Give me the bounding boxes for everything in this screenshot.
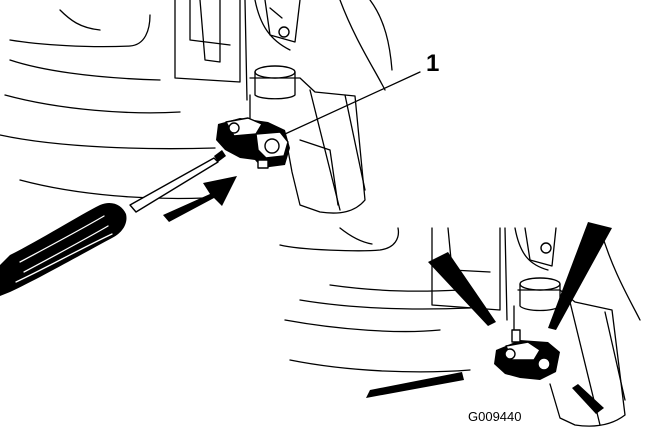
pointer-arrow-icon <box>428 252 496 326</box>
lower-assembly-view <box>280 222 640 426</box>
deck-outline-lower <box>280 228 398 251</box>
pointer-arrow-icon <box>572 384 604 414</box>
callout-number: 1 <box>426 50 439 78</box>
callout-leader-line <box>285 72 420 134</box>
latch-assembly <box>216 118 290 168</box>
deck-outline <box>10 15 150 47</box>
pointer-arrow-icon <box>548 222 612 330</box>
figure-code: G009440 <box>468 409 522 424</box>
pointer-arrow-icon <box>366 372 464 398</box>
bolt-head-lower <box>541 243 551 253</box>
latch-assembly-lower <box>494 330 560 380</box>
spindle-cap <box>255 66 295 78</box>
screwdriver-icon <box>0 150 226 296</box>
spindle-cap-lower <box>520 278 560 290</box>
bolt-head-upper <box>279 27 289 37</box>
upper-assembly-view <box>0 0 420 296</box>
frame-bracket <box>175 0 240 82</box>
